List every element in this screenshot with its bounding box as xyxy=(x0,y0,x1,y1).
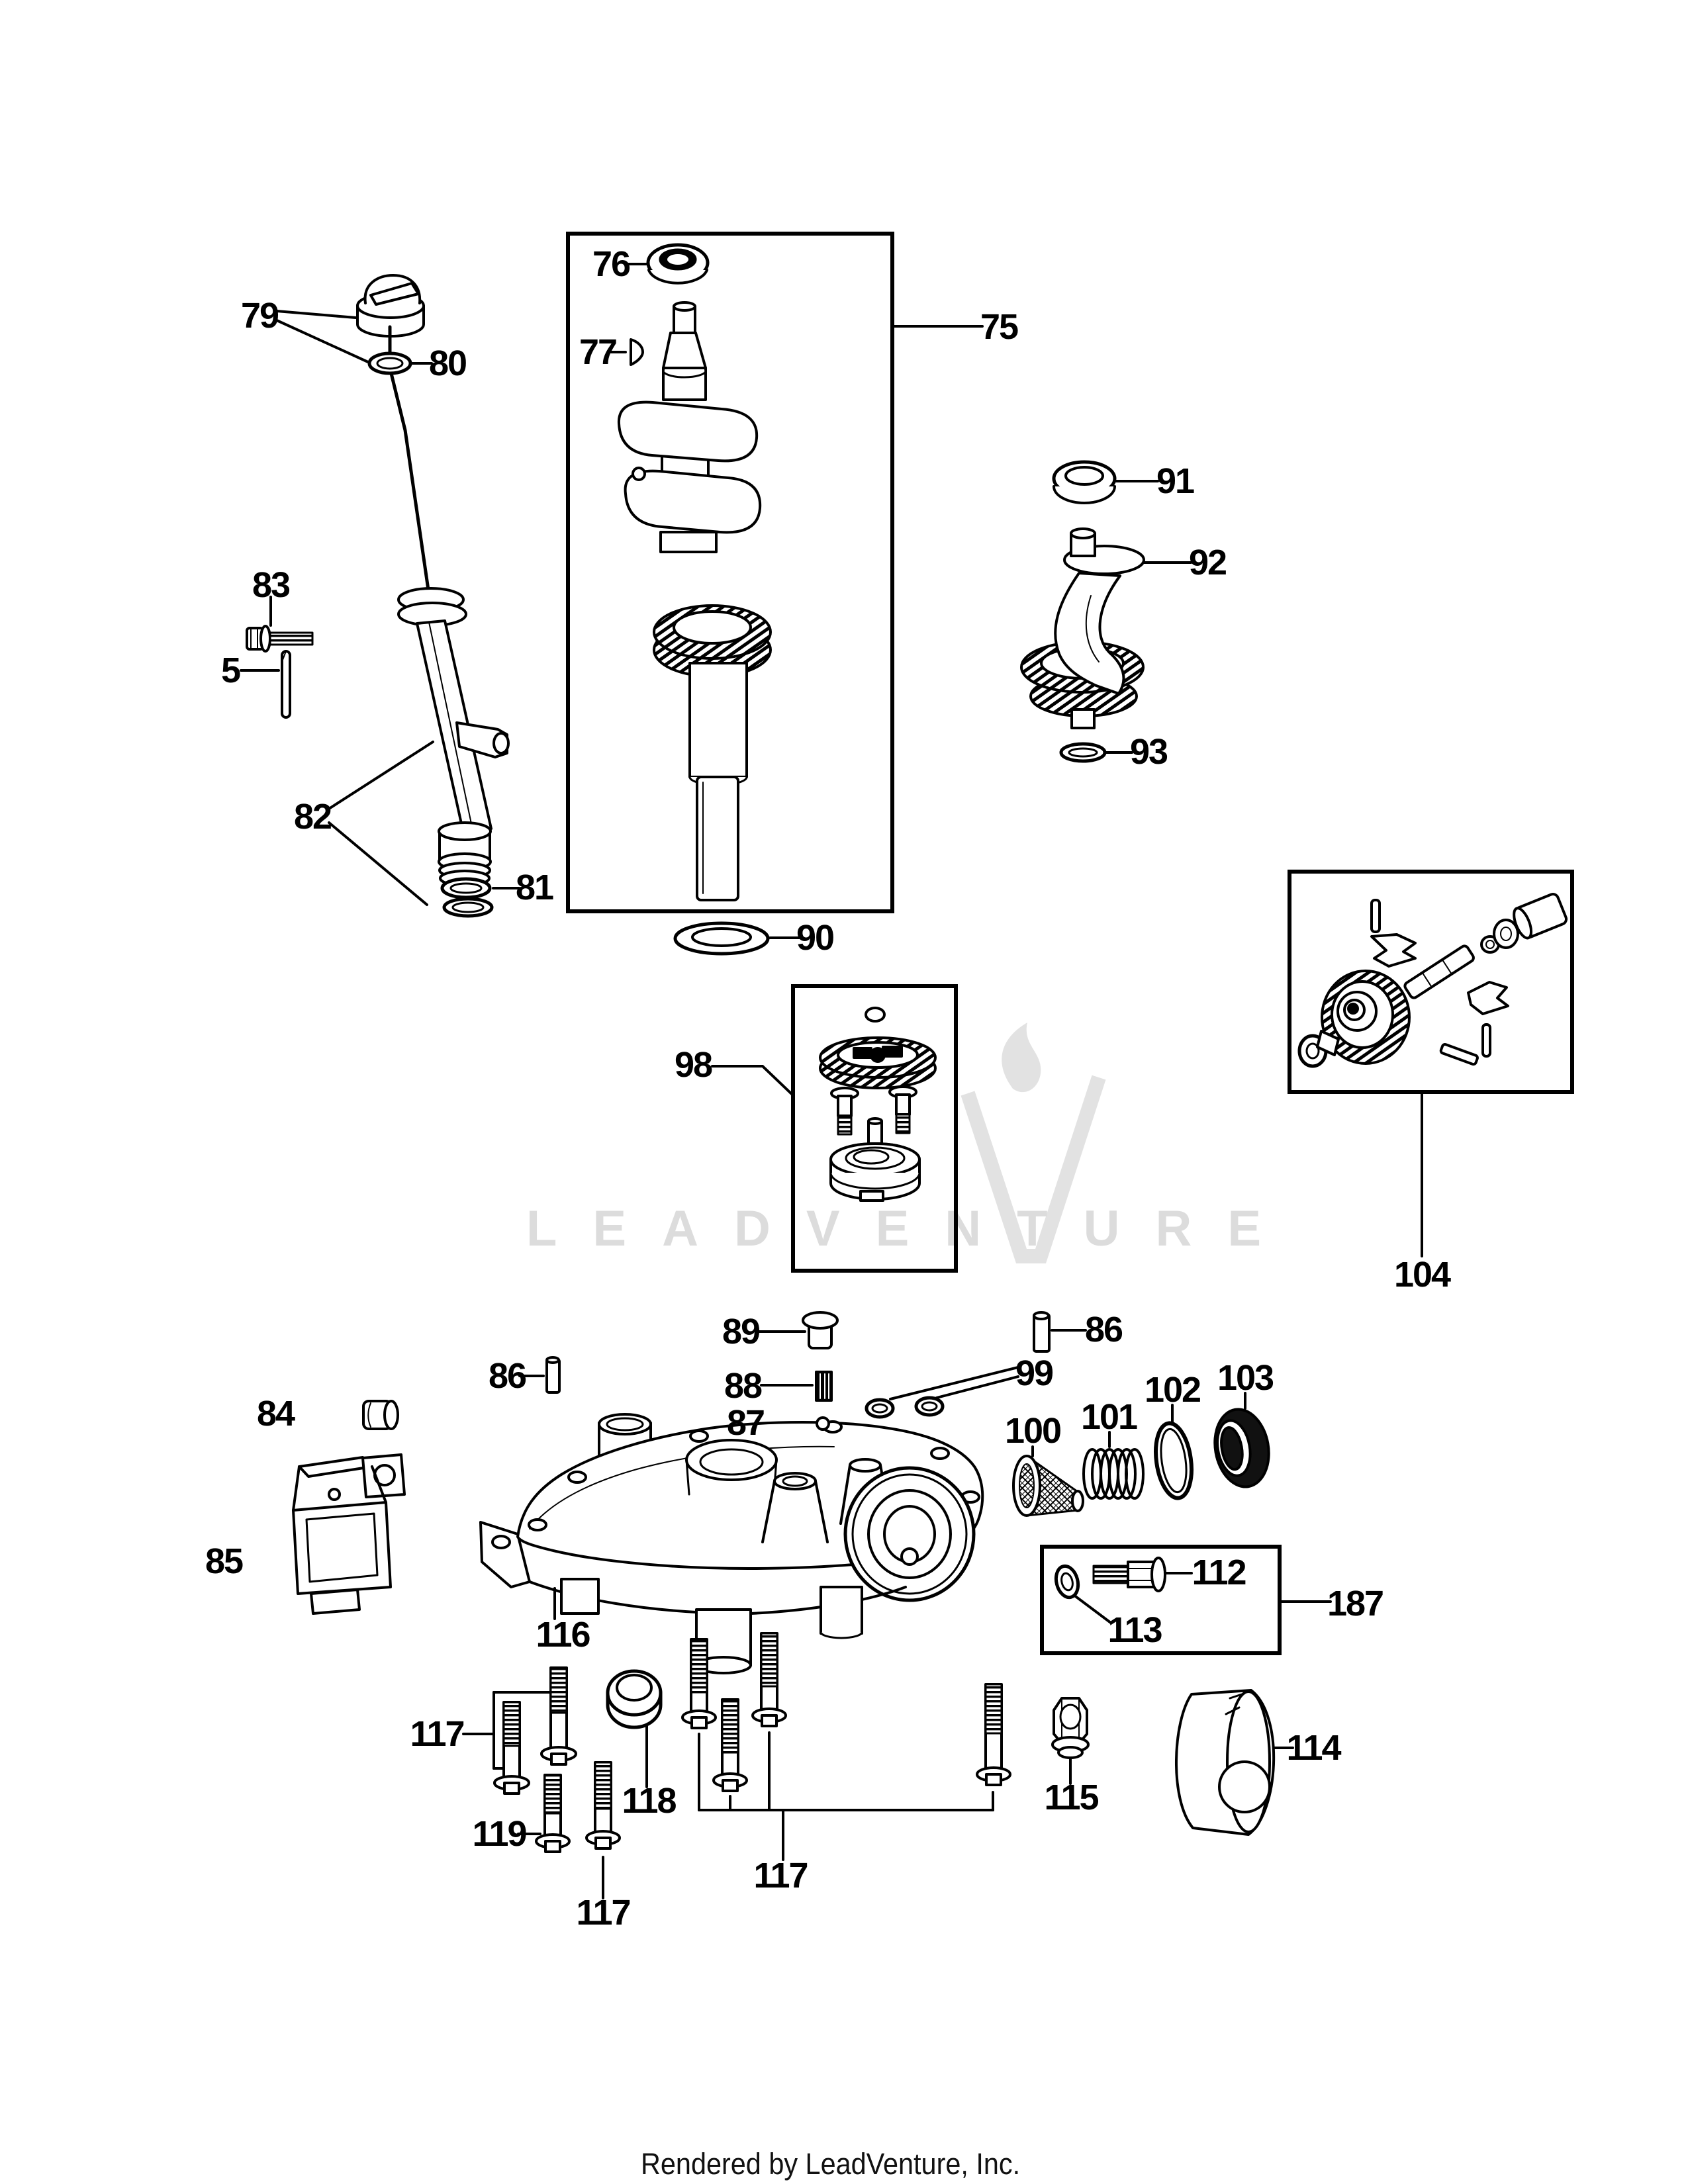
callout-117-left: 117 xyxy=(410,1714,465,1754)
bolt-117-right-2-drawing xyxy=(712,1698,748,1792)
o-rings-99-drawing xyxy=(865,1396,945,1419)
callout-85: 85 xyxy=(205,1541,244,1581)
callout-117-right: 117 xyxy=(753,1856,808,1895)
drain-plug-group-box xyxy=(1040,1545,1282,1655)
leadventure-watermark-logo xyxy=(961,1023,1106,1263)
oil-fill-cap-drawing xyxy=(356,274,425,338)
oil-seal-103-drawing xyxy=(1213,1408,1270,1488)
callout-93: 93 xyxy=(1129,732,1168,772)
dowel-pin-86-left-drawing xyxy=(545,1356,561,1394)
bolt-117-right-3-drawing xyxy=(751,1632,787,1727)
o-rings-81-drawing xyxy=(440,877,494,918)
bolt-117-bottom-drawing xyxy=(585,1761,621,1850)
o-ring-93-drawing xyxy=(1059,742,1107,763)
callout-87: 87 xyxy=(726,1403,765,1443)
bolt-117-left-2-drawing xyxy=(493,1701,530,1795)
callout-187: 187 xyxy=(1327,1584,1384,1623)
callout-100: 100 xyxy=(1004,1411,1062,1451)
crankshaft-group-box xyxy=(566,232,894,913)
callout-86-left: 86 xyxy=(488,1356,527,1396)
bolt-117-right-1-drawing xyxy=(681,1638,717,1729)
callout-92: 92 xyxy=(1188,543,1227,582)
callout-115: 115 xyxy=(1044,1778,1099,1817)
callout-83: 83 xyxy=(252,565,291,605)
callout-5: 5 xyxy=(220,651,241,690)
bolt-117-right-4-drawing xyxy=(976,1683,1011,1786)
callout-79: 79 xyxy=(240,296,279,336)
oil-filter-114-drawing xyxy=(1175,1689,1276,1836)
callout-98: 98 xyxy=(674,1045,713,1085)
pin-5-drawing xyxy=(281,650,291,719)
callout-84: 84 xyxy=(256,1394,295,1433)
cap-84-drawing xyxy=(362,1400,399,1430)
o-ring-102-drawing xyxy=(1154,1421,1194,1500)
callout-117-bottom: 117 xyxy=(576,1893,631,1933)
oil-screen-100-drawing xyxy=(1012,1455,1084,1517)
dowel-pin-86-right-drawing xyxy=(1033,1311,1051,1353)
spring-101-drawing xyxy=(1082,1448,1145,1500)
bolt-119-drawing xyxy=(535,1774,571,1853)
drain-plug-112-drawing xyxy=(1092,1557,1166,1592)
callout-101: 101 xyxy=(1080,1397,1138,1437)
camshaft-drawing xyxy=(1020,527,1145,729)
callout-89: 89 xyxy=(722,1312,761,1351)
spacer-118-drawing xyxy=(606,1669,663,1729)
bearing-76-drawing xyxy=(646,243,710,285)
callout-91: 91 xyxy=(1156,461,1195,501)
plug-89-drawing xyxy=(802,1311,839,1349)
leadventure-watermark-text: LEADVENTURE xyxy=(526,1201,1297,1257)
governor-group-box xyxy=(1288,870,1574,1094)
crankcase-cover-drawing xyxy=(479,1413,984,1674)
callout-102: 102 xyxy=(1144,1370,1201,1410)
oil-pump-group-box xyxy=(791,984,958,1273)
callout-116: 116 xyxy=(536,1615,590,1655)
callout-104: 104 xyxy=(1393,1255,1451,1295)
crankshaft-drawing xyxy=(617,301,772,901)
fitting-115-drawing xyxy=(1051,1697,1090,1759)
callout-114: 114 xyxy=(1286,1728,1341,1768)
callout-80: 80 xyxy=(428,343,467,383)
callout-118: 118 xyxy=(622,1781,677,1821)
washer-113-drawing xyxy=(1054,1564,1080,1600)
callout-99: 99 xyxy=(1015,1353,1054,1393)
bracket-85-drawing xyxy=(292,1453,406,1615)
callout-82: 82 xyxy=(293,797,332,837)
leader-lines xyxy=(240,263,1423,1899)
callout-112: 112 xyxy=(1192,1553,1246,1592)
callout-103: 103 xyxy=(1217,1358,1274,1398)
callout-75: 75 xyxy=(980,307,1019,347)
ball-87-drawing xyxy=(816,1416,830,1431)
callout-81: 81 xyxy=(515,868,554,907)
o-ring-80-drawing xyxy=(367,351,412,375)
bolt-117-left-1-drawing xyxy=(540,1666,577,1766)
callout-77: 77 xyxy=(579,332,618,372)
rendered-by-footer: Rendered by LeadVenture, Inc. xyxy=(641,2147,1021,2181)
bearing-91-drawing xyxy=(1052,460,1117,504)
spring-pin-88-drawing xyxy=(815,1371,833,1402)
woodruff-key-77-drawing xyxy=(630,338,644,366)
callout-113: 113 xyxy=(1107,1610,1162,1650)
callout-76: 76 xyxy=(592,244,631,284)
dipstick-tube-drawing xyxy=(397,587,510,887)
callout-86-right: 86 xyxy=(1084,1310,1123,1349)
callout-90: 90 xyxy=(796,918,835,958)
oil-pump-kit-drawing xyxy=(819,1007,937,1202)
callout-119: 119 xyxy=(472,1814,527,1854)
callout-88: 88 xyxy=(724,1366,763,1406)
washer-90-drawing xyxy=(673,921,770,956)
bolt-83-drawing xyxy=(246,625,314,653)
governor-assembly-drawing xyxy=(1297,893,1568,1068)
group-boxes xyxy=(566,232,1574,1655)
